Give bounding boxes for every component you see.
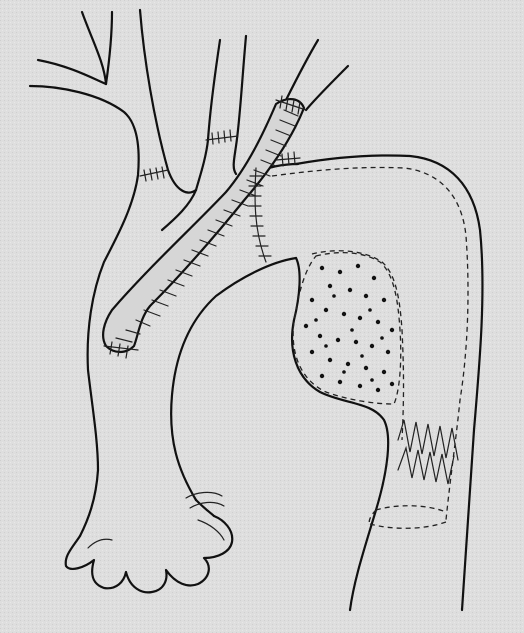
medical-illustration xyxy=(0,0,524,633)
aortic-diagram xyxy=(0,0,524,633)
